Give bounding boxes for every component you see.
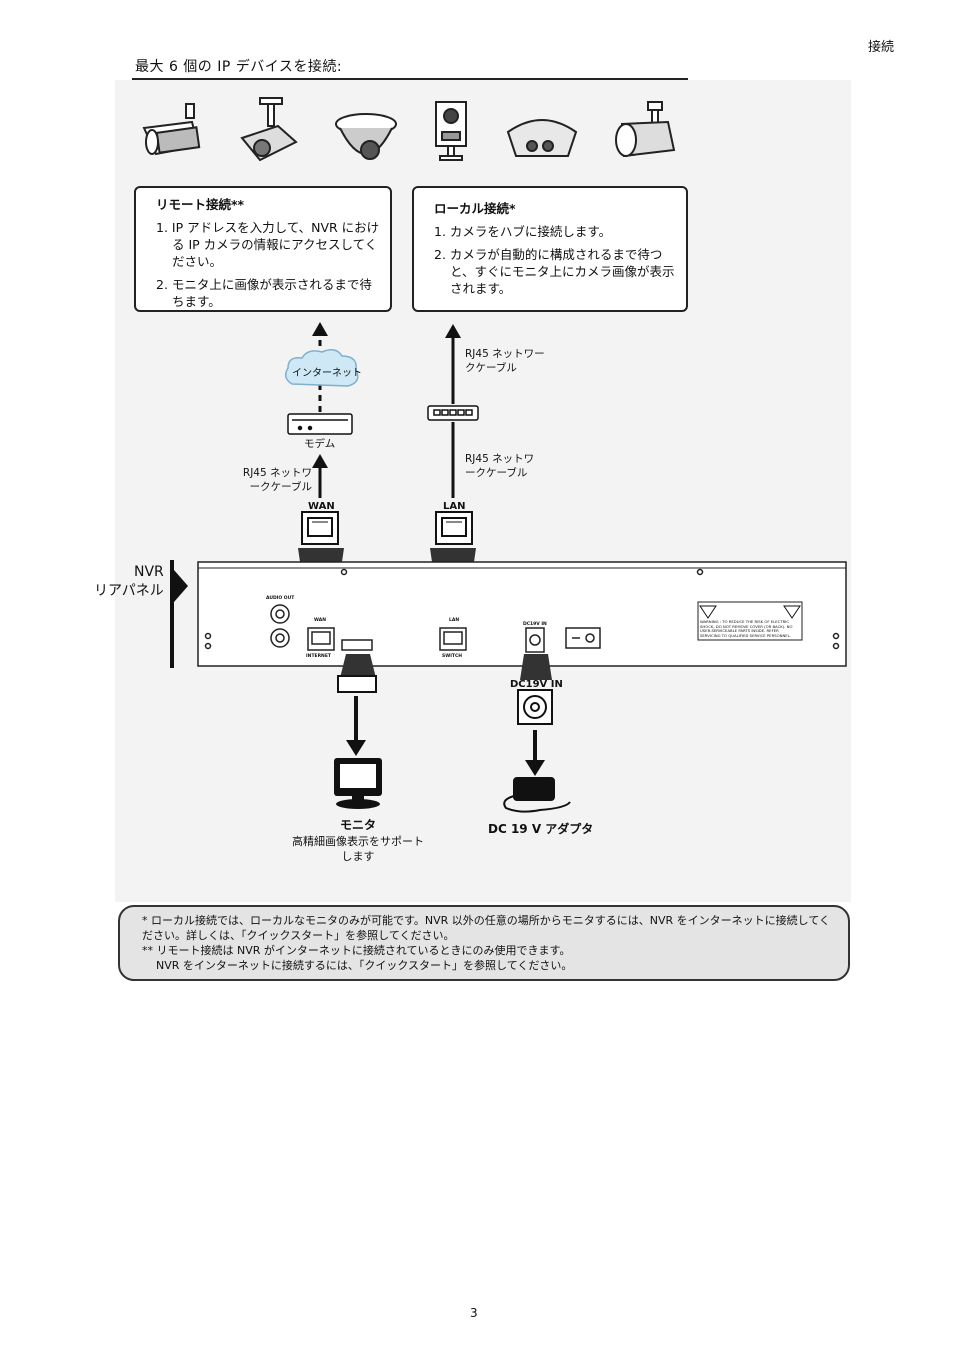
remote-connection-box: リモート接続** 1. IP アドレスを入力して、NVR における IP カメラ… [134, 186, 392, 312]
local-step-1: 1. カメラをハブに接続します。 [434, 224, 612, 239]
lan-port-icon [435, 511, 473, 545]
wan-port-icon [301, 511, 339, 545]
monitor-icon [334, 758, 382, 809]
footnote-line-3: NVR をインターネットに接続するには、「クイックスタート」を参照してください。 [156, 959, 573, 972]
remote-step-2: 2. モニタ上に画像が表示されるまで待ちます。 [156, 277, 372, 309]
warning-label-text: WARNING : TO REDUCE THE RISK OF ELECTRIC… [700, 619, 793, 638]
dome-camera-icon [335, 113, 397, 160]
nvr-pointer [170, 560, 188, 668]
adapter-label: DC 19 V アダプタ [488, 822, 594, 836]
camera-row [142, 97, 676, 162]
monitor-title: モニタ [340, 818, 377, 832]
section-title: 最大 6 個の IP デバイスを接続: [135, 59, 343, 75]
section-header: 接続 [868, 40, 895, 55]
bullet-camera-icon [142, 103, 201, 156]
cube-camera-icon [435, 101, 467, 161]
footnote-line-1: * ローカル接続では、ローカルなモニタのみが可能です。NVR 以外の任意の場所か… [142, 914, 831, 942]
dc-jack-icon [517, 689, 553, 725]
ceiling-camera-icon [240, 97, 298, 162]
page-number: 3 [470, 1306, 478, 1320]
panoramic-camera-icon [506, 119, 578, 157]
warning-triangle-icon [783, 605, 801, 619]
rj45-lan-label: RJ45 ネットワークケーブル [465, 453, 535, 479]
hub-icon [427, 405, 479, 421]
hdmi-connector-icon [337, 675, 377, 693]
rj45-wan-label: RJ45 ネットワークケーブル [242, 467, 312, 493]
panel-switch-label: SWITCH [442, 654, 463, 659]
panel-dc-label: DC19V IN [523, 622, 547, 627]
rj45-hub-label: RJ45 ネットワークケーブル [465, 348, 545, 374]
panel-internet-label: INTERNET [306, 654, 331, 659]
hub-arrow [445, 324, 461, 404]
nvr-rear-panel [197, 561, 847, 667]
power-adapter-icon [503, 777, 571, 813]
panel-lan-label: LAN [449, 618, 460, 623]
remote-step-1: 1. IP アドレスを入力して、NVR における IP カメラの情報にアクセスし… [156, 220, 380, 269]
wan-label: WAN [308, 501, 335, 512]
modem-label: モデム [304, 438, 336, 450]
rear-panel-label: リアパネル [94, 583, 164, 599]
adapter-arrow [525, 730, 545, 776]
connection-diagram [170, 322, 847, 813]
internet-cloud-icon [285, 349, 359, 387]
box-camera-icon [615, 101, 676, 158]
modem-icon [287, 413, 353, 435]
title-rule [132, 78, 688, 80]
warning-triangle-icon [699, 605, 717, 619]
local-connection-box: ローカル接続* 1. カメラをハブに接続します。 2. カメラが自動的に構成され… [412, 186, 688, 312]
footnote-line-2: ** リモート接続は NVR がインターネットに接続されているときにのみ使用でき… [142, 944, 571, 957]
local-step-2: 2. カメラが自動的に構成されるまで待つと、すぐにモニタ上にカメラ画像が表示され… [434, 247, 675, 296]
hdmi-projection [340, 654, 376, 678]
panel-audio-out-label: AUDIO OUT [266, 596, 295, 601]
nvr-label: NVR [134, 564, 164, 580]
lan-label: LAN [443, 501, 466, 512]
remote-title: リモート接続** [156, 197, 245, 212]
monitor-description: 高精細画像表示をサポートします [292, 835, 424, 863]
dc-projection [520, 654, 552, 680]
internet-label: インターネット [292, 368, 362, 379]
local-title: ローカル接続* [434, 201, 516, 216]
dc19v-in-label: DC19V IN [510, 679, 563, 690]
monitor-arrow [346, 696, 366, 756]
panel-wan-label: WAN [314, 618, 327, 623]
wan-arrow [312, 454, 328, 498]
footnote-box: * ローカル接続では、ローカルなモニタのみが可能です。NVR 以外の任意の場所か… [118, 905, 850, 981]
